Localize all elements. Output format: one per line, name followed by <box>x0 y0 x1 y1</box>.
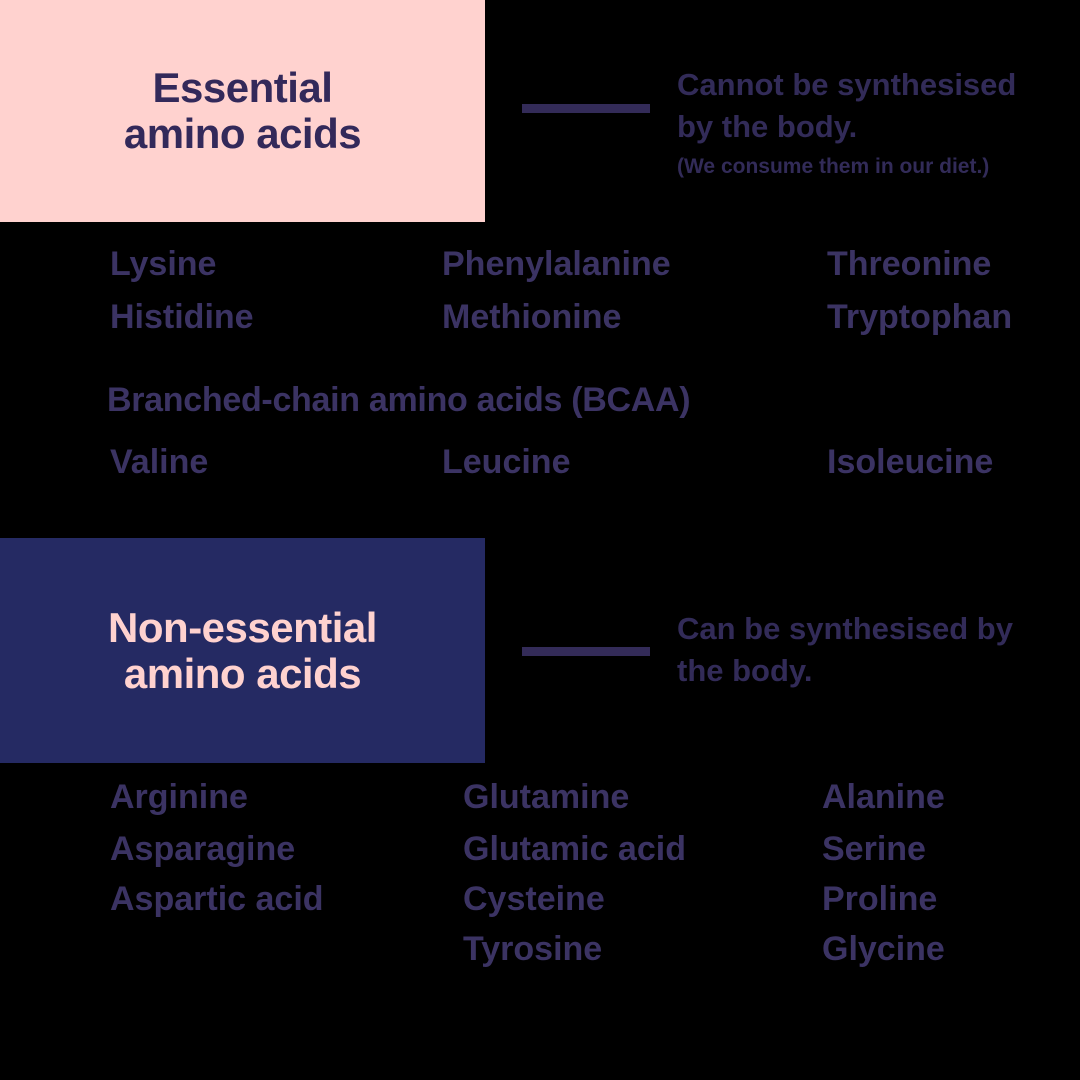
amino-acid-name: Cysteine <box>463 880 605 918</box>
essential-title: Essential amino acids <box>123 64 362 157</box>
non-essential-list-row-1: Arginine Glutamine Alanine <box>0 780 1080 820</box>
connector-line-essential <box>522 104 650 113</box>
amino-acid-name: Asparagine <box>110 830 296 868</box>
non-essential-list-row-4: Tyrosine Glycine <box>0 932 1080 972</box>
essential-list-row-1: Lysine Phenylalanine Threonine <box>0 247 1080 287</box>
bcaa-heading-row: Branched-chain amino acids (BCAA) <box>0 383 1080 423</box>
amino-acid-name: Threonine <box>827 245 992 283</box>
essential-description: Cannot be synthesised by the body. (We c… <box>677 64 1016 180</box>
non-essential-description: Can be synthesised by the body. <box>677 608 1013 692</box>
non-essential-title-line2: amino acids <box>123 649 362 697</box>
amino-acid-name: Lysine <box>110 245 217 283</box>
non-essential-category-box: Non-essential amino acids <box>0 538 485 763</box>
amino-acid-name: Valine <box>110 443 209 481</box>
essential-title-line1: Essential <box>152 64 333 111</box>
amino-acid-name: Glutamic acid <box>463 830 686 868</box>
amino-acid-name: Leucine <box>442 443 571 481</box>
non-essential-list-row-3: Aspartic acid Cysteine Proline <box>0 882 1080 922</box>
non-essential-title-line1: Non-essential <box>108 603 377 651</box>
non-essential-description-line1: Can be synthesised by <box>677 611 1013 646</box>
amino-acid-name: Glutamine <box>463 778 630 816</box>
amino-acid-name: Tryptophan <box>827 298 1013 336</box>
essential-description-line2: by the body. <box>677 109 858 144</box>
amino-acid-name: Isoleucine <box>827 443 994 481</box>
essential-list-row-2: Histidine Methionine Tryptophan <box>0 300 1080 340</box>
amino-acid-name: Glycine <box>822 930 945 968</box>
connector-line-non-essential <box>522 647 650 656</box>
amino-acid-name: Proline <box>822 880 938 918</box>
amino-acid-name: Histidine <box>110 298 254 336</box>
non-essential-description-line2: the body. <box>677 653 813 688</box>
bcaa-list-row: Valine Leucine Isoleucine <box>0 445 1080 485</box>
amino-acid-name: Serine <box>822 830 926 868</box>
amino-acid-name: Arginine <box>110 778 248 816</box>
amino-acid-name: Phenylalanine <box>442 245 671 283</box>
essential-description-note: (We consume them in our diet.) <box>677 155 990 178</box>
amino-acid-name: Aspartic acid <box>110 880 324 918</box>
bcaa-heading: Branched-chain amino acids (BCAA) <box>107 381 691 419</box>
non-essential-title: Non-essential amino acids <box>108 603 377 697</box>
non-essential-list-row-2: Asparagine Glutamic acid Serine <box>0 832 1080 872</box>
essential-category-box: Essential amino acids <box>0 0 485 222</box>
amino-acid-name: Alanine <box>822 778 945 816</box>
amino-acid-name: Tyrosine <box>463 930 603 968</box>
essential-description-line1: Cannot be synthesised <box>677 67 1017 102</box>
amino-acid-name: Methionine <box>442 298 622 336</box>
essential-title-line2: amino acids <box>123 110 362 157</box>
